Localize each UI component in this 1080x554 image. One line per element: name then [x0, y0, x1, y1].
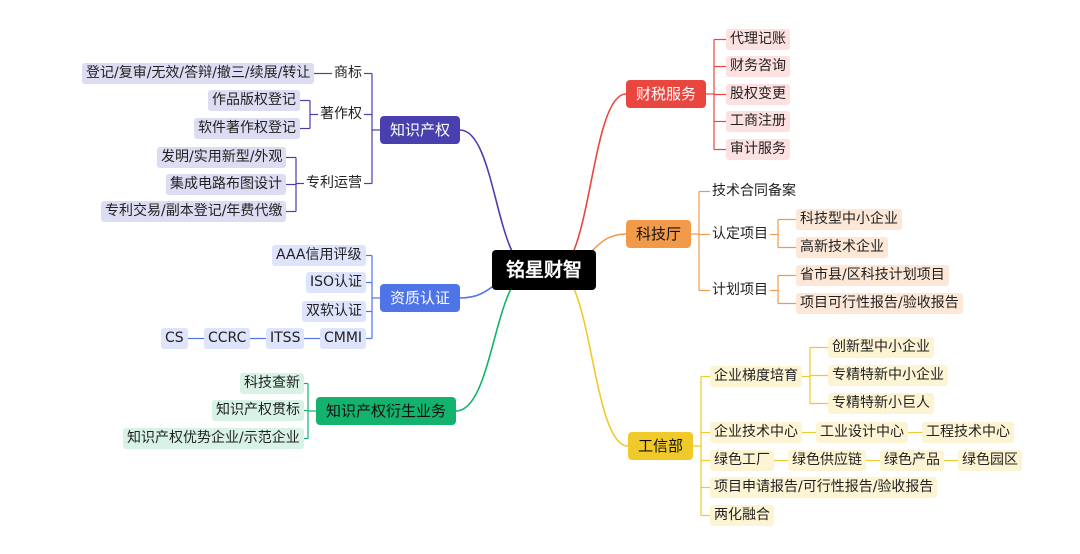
leaf-node: 财务咨询 [726, 56, 790, 77]
chain-node: 绿色产品 [880, 450, 944, 471]
leaf-node: CMMI [320, 328, 367, 349]
chain-node: 绿色园区 [958, 450, 1022, 471]
sub-node: 著作权 [320, 106, 362, 122]
leaf-node: ISO认证 [306, 272, 367, 293]
leaf-node: 登记/复审/无效/答辩/撤三/续展/转让 [82, 63, 315, 84]
sub-node: 专利运营 [306, 175, 362, 191]
leaf-node: 两化融合 [710, 505, 774, 526]
chain-node: 工程技术中心 [922, 422, 1014, 443]
leaf-node: 省市县/区科技计划项目 [796, 265, 949, 286]
root-node: 铭星财智 [492, 250, 597, 290]
sub-node: 技术合同备案 [712, 183, 796, 199]
branch-caishuifuwu: 财税服务 [626, 80, 707, 108]
leaf-node: 集成电路布图设计 [166, 174, 286, 195]
chain-node: CCRC [204, 328, 251, 349]
leaf-node: 双软认证 [302, 301, 366, 322]
chain-node: ITSS [266, 328, 305, 349]
leaf-node: 创新型中小企业 [828, 337, 934, 358]
leaf-node: 企业梯度培育 [710, 366, 802, 387]
leaf-node: 科技查新 [240, 373, 304, 394]
leaf-node: 专利交易/副本登记/年费代缴 [101, 201, 287, 222]
branch-zhishichanquan: 知识产权 [380, 116, 461, 144]
chain-node: 工业设计中心 [816, 422, 908, 443]
leaf-node: 高新技术企业 [796, 237, 888, 258]
leaf-node: 项目申请报告/可行性报告/验收报告 [710, 477, 938, 498]
branch-kejiting: 科技厅 [626, 220, 692, 248]
chain-node: CS [161, 328, 188, 349]
leaf-node: 知识产权优势企业/示范企业 [123, 428, 304, 449]
leaf-node: AAA信用评级 [272, 245, 366, 266]
leaf-node: 审计服务 [726, 139, 790, 160]
branch-yanshengyewu: 知识产权衍生业务 [316, 397, 457, 425]
branch-gongxinbu: 工信部 [628, 432, 694, 460]
sub-node: 商标 [334, 65, 362, 81]
sub-node: 认定项目 [712, 226, 768, 242]
leaf-node: 股权变更 [726, 84, 790, 105]
leaf-node: 专精特新小巨人 [828, 393, 934, 414]
chain-node: 绿色供应链 [788, 450, 866, 471]
leaf-node: 作品版权登记 [208, 90, 300, 111]
leaf-node: 企业技术中心 [710, 422, 802, 443]
leaf-node: 专精特新中小企业 [828, 365, 948, 386]
sub-node: 计划项目 [712, 282, 768, 298]
leaf-node: 项目可行性报告/验收报告 [796, 293, 963, 314]
leaf-node: 知识产权贯标 [212, 400, 304, 421]
leaf-node: 工商注册 [726, 111, 790, 132]
leaf-node: 代理记账 [726, 29, 790, 50]
leaf-node: 软件著作权登记 [194, 118, 300, 139]
leaf-node: 科技型中小企业 [796, 209, 902, 230]
leaf-node: 绿色工厂 [710, 450, 774, 471]
branch-zizhirenzheng: 资质认证 [380, 284, 461, 312]
leaf-node: 发明/实用新型/外观 [157, 147, 287, 168]
